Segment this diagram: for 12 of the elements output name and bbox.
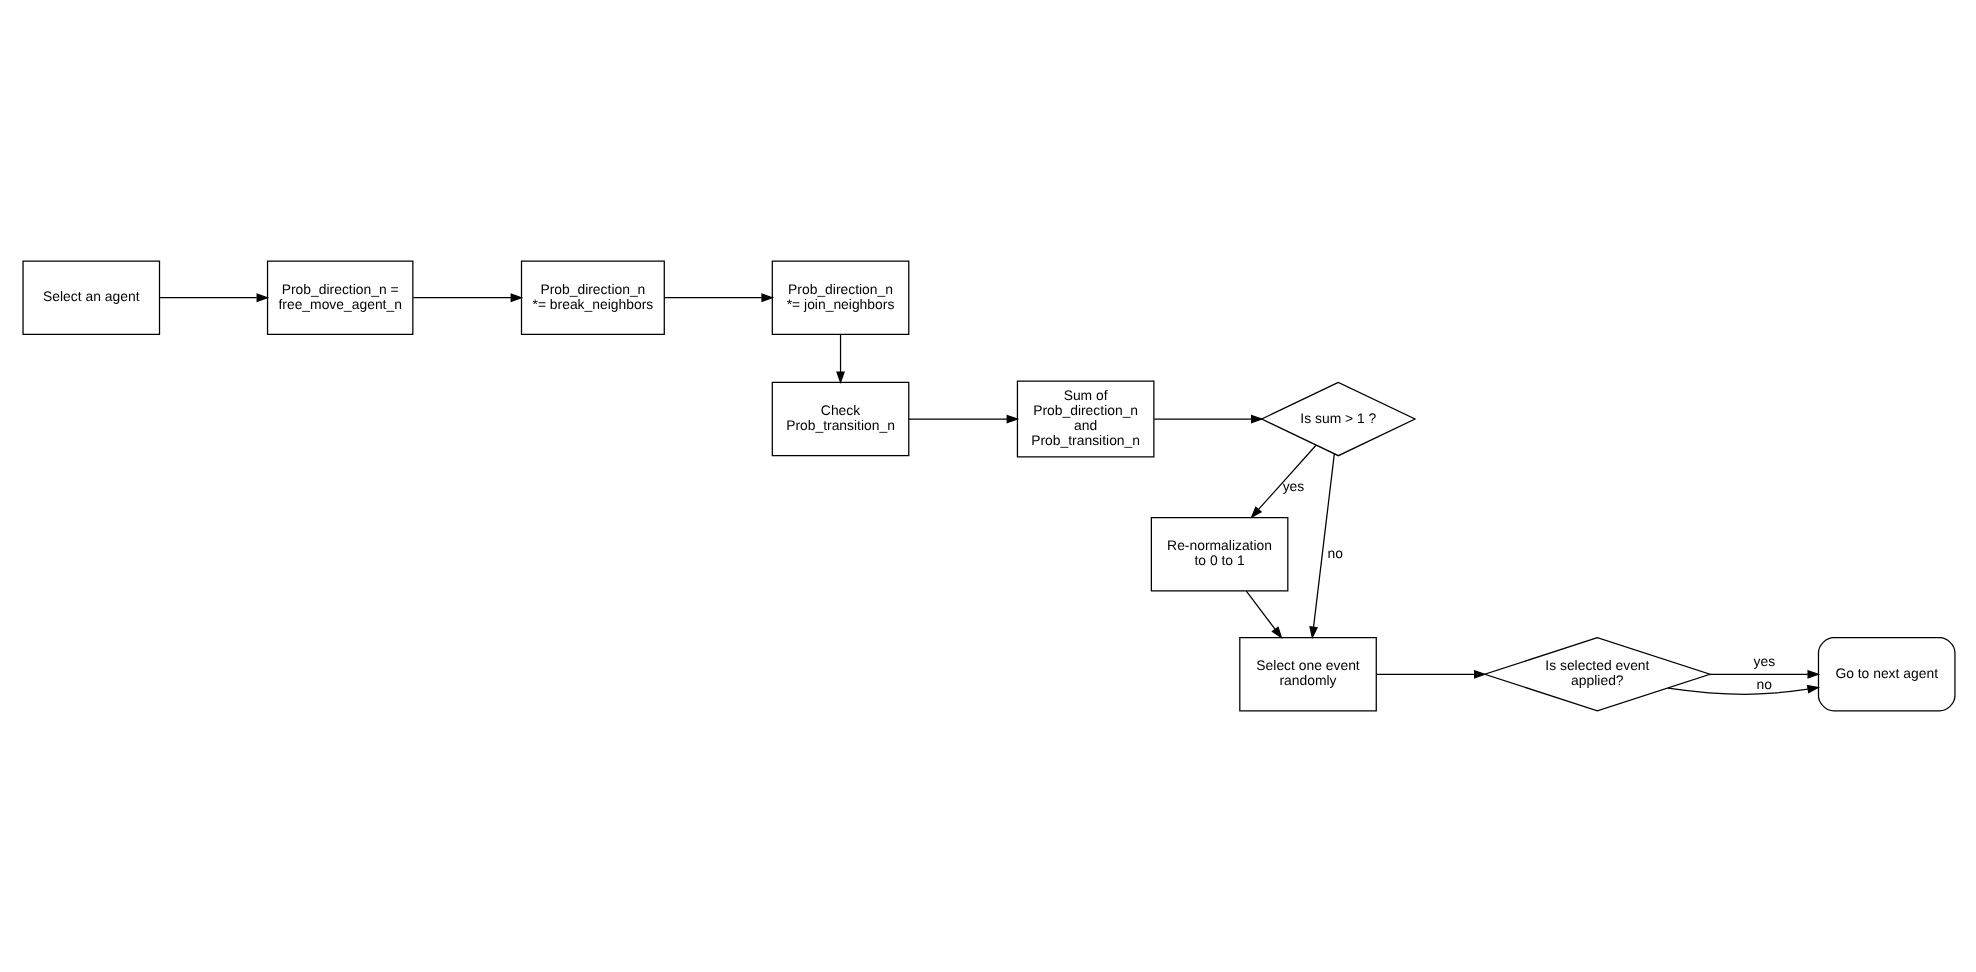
arrow bbox=[1244, 590, 1282, 640]
arrow bbox=[1666, 684, 1819, 695]
arrow bbox=[411, 293, 523, 303]
arrow bbox=[1308, 453, 1334, 640]
arrow bbox=[158, 293, 269, 303]
arrow bbox=[1152, 414, 1263, 424]
arrow bbox=[907, 414, 1019, 424]
arrow bbox=[1249, 444, 1316, 519]
arrow bbox=[1374, 669, 1486, 679]
arrow bbox=[662, 293, 773, 303]
arrow bbox=[835, 334, 844, 385]
arrow bbox=[1708, 669, 1820, 679]
